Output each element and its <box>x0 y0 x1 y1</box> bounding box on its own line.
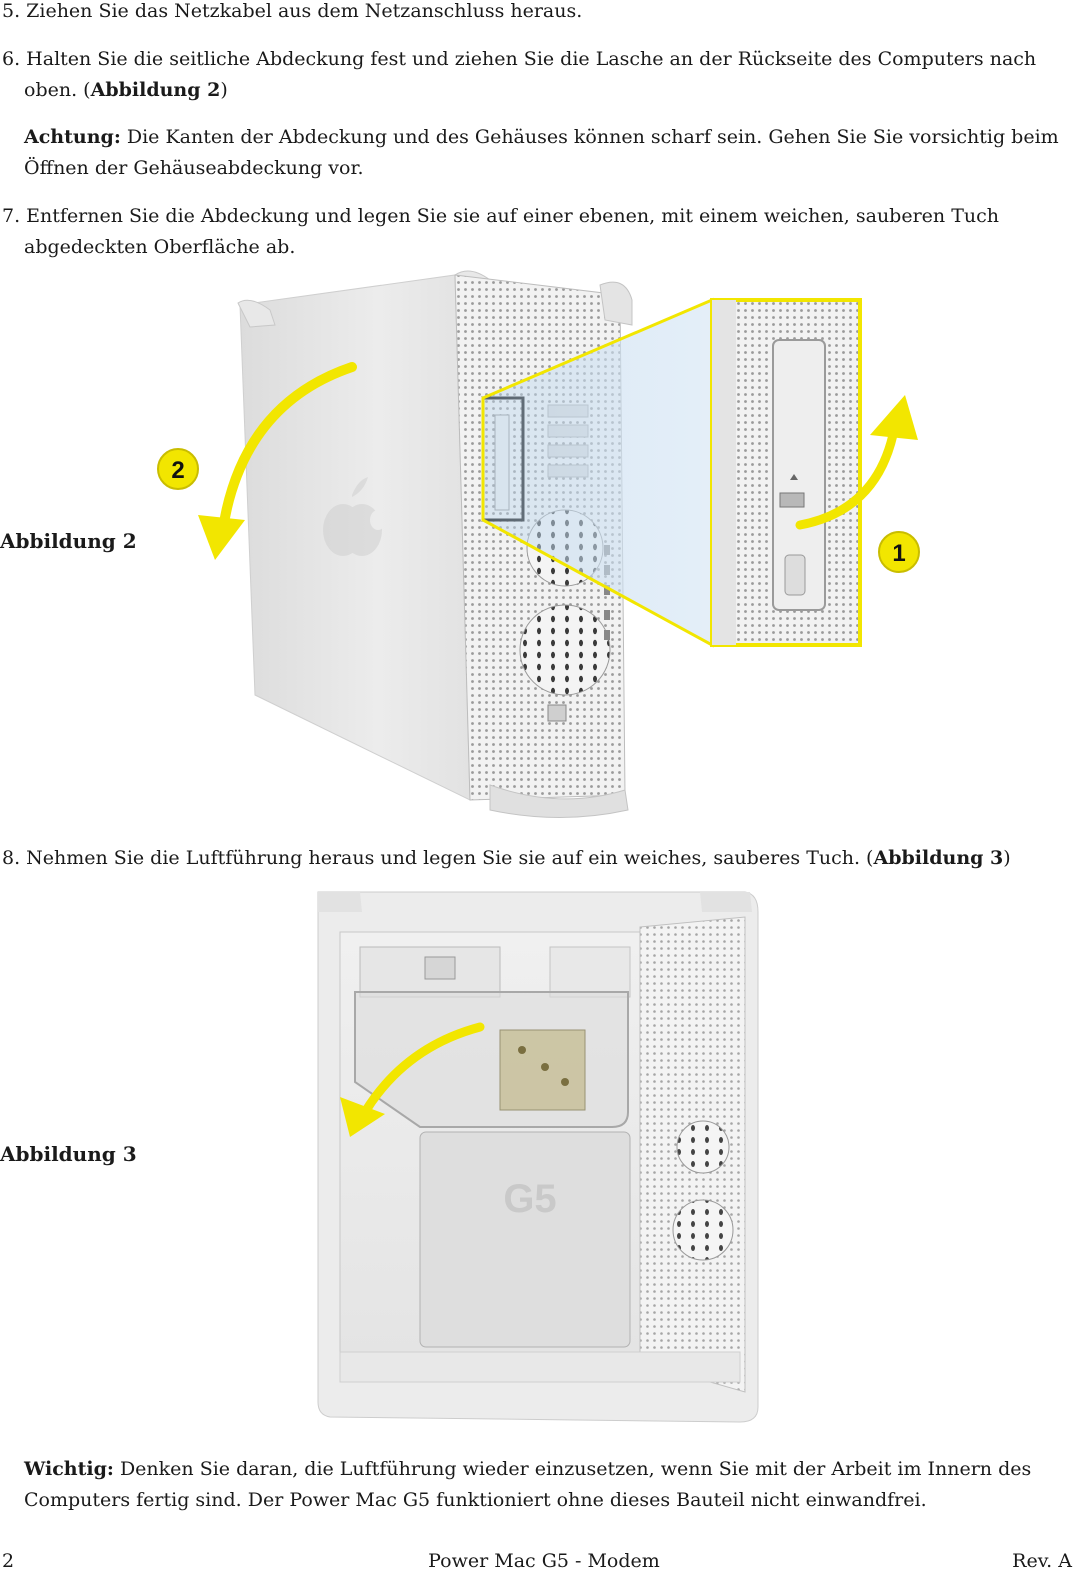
footer-page-number: 2 <box>2 1550 15 1572</box>
footer-revision: Rev. A <box>1012 1550 1072 1572</box>
important-label: Wichtig: <box>24 1458 114 1480</box>
figure-2-caption: Abbildung 2 <box>0 529 137 553</box>
step-5-text: 5. Ziehen Sie das Netzkabel aus dem Netz… <box>2 0 583 22</box>
callout-2-label: 2 <box>171 457 184 484</box>
step-6-close: ) <box>220 79 228 101</box>
step-8-figure-ref: Abbildung 3 <box>873 847 1004 869</box>
callout-1-badge: 1 <box>878 531 920 573</box>
air-deflector <box>354 991 629 1128</box>
caution-label: Achtung: <box>24 126 121 148</box>
step-8-text: 8. Nehmen Sie die Luftführung heraus und… <box>2 847 874 869</box>
step-6-text: 6. Halten Sie die seitliche Abdeckung fe… <box>2 48 1037 101</box>
footer-title: Power Mac G5 - Modem <box>428 1550 660 1572</box>
important-note: Wichtig: Denken Sie daran, die Luftführu… <box>24 1454 1072 1516</box>
latch-zoom-detail <box>710 298 862 647</box>
latch-lift-arrow <box>795 395 918 530</box>
callout-2-badge: 2 <box>157 448 199 490</box>
important-text: Denken Sie daran, die Luftführung wieder… <box>24 1458 1032 1511</box>
mac-case-side <box>237 270 496 801</box>
step-5: 5. Ziehen Sie das Netzkabel aus dem Netz… <box>2 0 1072 27</box>
step-6: 6. Halten Sie die seitliche Abdeckung fe… <box>2 44 1072 106</box>
apple-logo-icon <box>323 477 386 556</box>
caution-text: Die Kanten der Abdeckung und des Gehäuse… <box>24 126 1059 179</box>
g5-badge: G5 <box>503 1177 556 1221</box>
step-7-text: 7. Entfernen Sie die Abdeckung und legen… <box>2 205 999 258</box>
figure-3-illustration: G5 <box>317 891 759 1423</box>
figure-2-illustration: 1 2 <box>157 270 920 818</box>
step-8-close: ) <box>1003 847 1011 869</box>
cover-remove-arrow <box>198 362 357 560</box>
callout-1-label: 1 <box>892 540 905 567</box>
caution-note: Achtung: Die Kanten der Abdeckung und de… <box>24 122 1072 184</box>
figure-3-caption: Abbildung 3 <box>0 1142 137 1166</box>
step-7: 7. Entfernen Sie die Abdeckung und legen… <box>2 201 1072 263</box>
step-6-figure-ref: Abbildung 2 <box>90 79 221 101</box>
step-8: 8. Nehmen Sie die Luftführung heraus und… <box>2 843 1072 874</box>
deflector-remove-arrow <box>340 1022 485 1137</box>
